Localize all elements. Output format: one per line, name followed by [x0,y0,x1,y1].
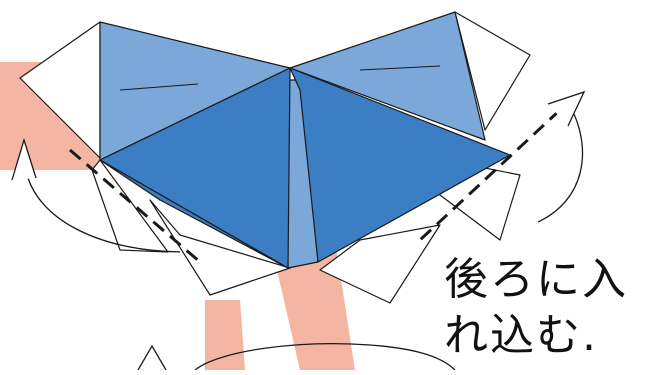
curved-arrow-bottom-icon [194,343,456,371]
arrows [11,90,586,371]
pyramid-bottom-left [99,159,289,269]
pyramid-right-face [289,67,511,263]
curved-arrow-left-icon [27,177,181,253]
curved-arrow-right-icon [537,109,584,223]
guide-band-bottom-left [205,300,245,370]
crease-left [119,83,199,91]
caption-line-2: れ込む. [444,310,598,361]
instruction-caption: 後ろに入 れ込む. [444,252,644,364]
center-pyramid [99,67,511,269]
crease-right [359,65,441,71]
curved-arrow-bottom-head [137,344,167,371]
fold-line-left [69,148,201,264]
crease-marks [119,65,441,91]
curved-arrow-right-head [547,90,586,127]
fold-line-right [418,108,562,242]
flap-light-right [289,11,486,141]
flap-bottom-right [319,224,441,304]
fold-lines [69,108,562,264]
caption-line-1: 後ろに入 [444,254,628,305]
flap-right-upper [454,11,531,131]
curved-arrow-left-head [11,137,37,181]
